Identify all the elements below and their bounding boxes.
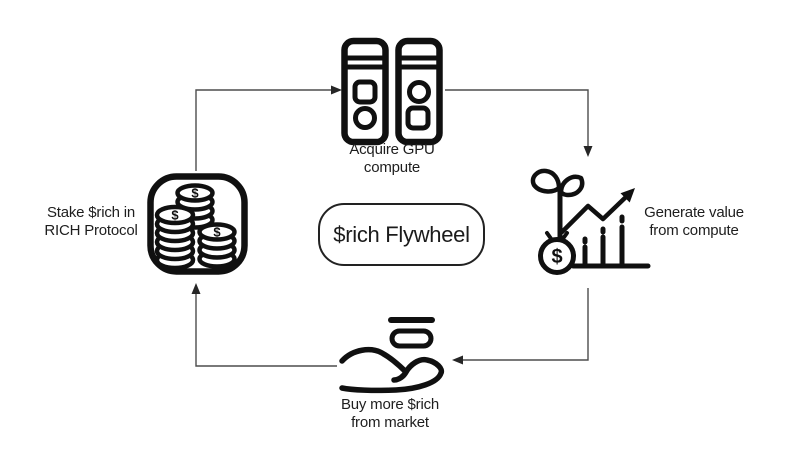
coin-stack-left: $ <box>154 204 196 271</box>
label-stake-rich: Stake $rich in RICH Protocol <box>33 204 149 239</box>
growth-arrowhead <box>620 188 635 203</box>
label-line: compute <box>363 158 421 176</box>
arrow-stake-to-acquire <box>195 85 342 171</box>
label-line: RICH Protocol <box>44 221 138 239</box>
label-line: Buy more $rich <box>340 396 440 413</box>
money-plant-growth-chart-icon: $ <box>530 168 651 275</box>
leaf-left <box>530 168 562 194</box>
label-line: Generate value <box>644 204 744 221</box>
growth-arrow-line <box>559 192 631 235</box>
stacked-coins-icon: $ $ $ <box>147 173 248 275</box>
label-line: from market <box>351 413 429 431</box>
flywheel-title-pill: $rich Flywheel <box>318 203 485 266</box>
flywheel-title: $rich Flywheel <box>333 221 470 247</box>
arrow-buy-to-stake <box>191 283 337 367</box>
money-bag <box>538 237 576 275</box>
dollar-glyph: $ <box>191 186 199 201</box>
arrow-generate-to-buy <box>452 288 589 365</box>
hand-receiving-coins-icon <box>339 317 445 394</box>
label-generate-value: Generate value from compute <box>639 204 749 239</box>
hand-palm <box>339 356 445 394</box>
label-line: from compute <box>649 221 739 239</box>
dollar-glyph: $ <box>213 225 221 240</box>
label-acquire-gpu: Acquire GPU compute <box>328 141 456 176</box>
label-buy-more: Buy more $rich from market <box>326 396 454 431</box>
leaf-right <box>558 174 585 198</box>
coin-stack-front: $ <box>197 222 237 269</box>
label-line: Acquire GPU <box>349 141 435 158</box>
label-line: Stake $rich in <box>46 204 136 221</box>
coin-stadium <box>389 328 434 349</box>
hand-fingers <box>339 346 409 383</box>
dollar-glyph: $ <box>171 208 179 223</box>
dollar-glyph: $ <box>551 246 562 268</box>
gpu-servers-icon <box>341 37 443 146</box>
arrow-acquire-to-generate <box>445 89 593 157</box>
